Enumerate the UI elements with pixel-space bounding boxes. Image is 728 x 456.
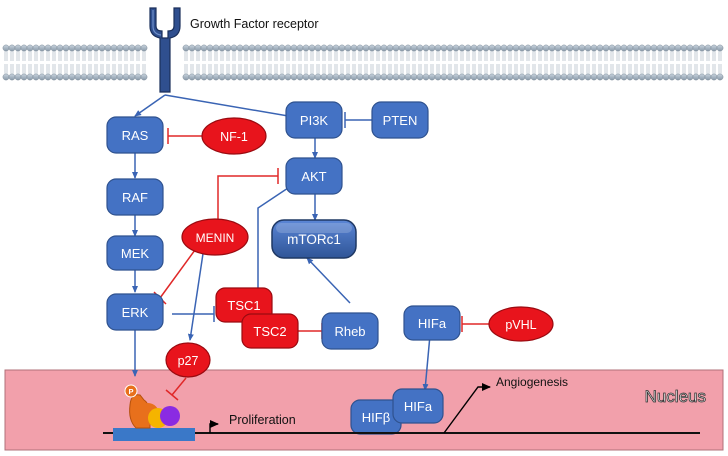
node-ras: RAS [106,116,164,154]
inhibitor-nf1-label: NF-1 [220,130,248,144]
node-hifa-bottom-label: HIFa [404,399,433,414]
node-hifb: HIFβ [350,399,402,435]
node-mtorc1: mTORc1 [271,219,357,259]
receptor-label: Growth Factor receptor [190,17,319,31]
node-tsc1-label: TSC1 [227,298,260,313]
transcription-complex-icon [129,394,180,429]
node-pten: PTEN [371,101,429,139]
node-erk-label: ERK [122,305,149,320]
node-mek: MEK [106,235,164,271]
node-raf: RAF [106,178,164,216]
node-mek-label: MEK [121,246,150,261]
node-hifb-label: HIFβ [362,410,390,425]
inhibitor-pvhl: pVHL [488,306,554,342]
inhibitor-nf1: NF-1 [201,117,267,155]
node-erk: ERK [106,293,164,331]
node-pi3k-label: PI3K [300,113,329,128]
node-raf-label: RAF [122,190,148,205]
angiogenesis-arrow-icon [443,383,491,434]
node-pten-label: PTEN [383,113,418,128]
node-hifa-top: HIFa [403,305,461,341]
angiogenesis-label: Angiogenesis [496,375,568,389]
phospho-label: P [128,387,133,396]
phospho-marker: P [124,384,138,398]
proliferation-label: Proliferation [229,413,296,427]
inhibitor-p27-label: p27 [178,354,199,368]
promoter-box [113,428,195,441]
inhibitor-pvhl-label: pVHL [505,318,536,332]
inhibitor-menin: MENIN [181,218,249,256]
inhibitor-p27: p27 [165,342,211,378]
activation-arrows [132,94,431,391]
node-pi3k: PI3K [285,101,343,139]
node-hifa-top-label: HIFa [418,316,447,331]
node-hifa-bottom: HIFa [392,388,444,424]
inhibitor-menin-label: MENIN [196,231,235,245]
nucleus-label: Nucleus [645,387,706,406]
node-akt-label: AKT [301,169,326,184]
node-tsc2: TSC2 [241,313,299,349]
node-rheb-label: Rheb [334,324,365,339]
cell-membrane [2,44,724,81]
node-rheb: Rheb [321,312,379,350]
node-akt: AKT [285,157,343,195]
proliferation-arrow-icon [209,420,219,433]
node-tsc2-label: TSC2 [253,324,286,339]
node-ras-label: RAS [122,128,149,143]
node-mtorc1-label: mTORc1 [287,232,341,247]
growth-factor-receptor-icon [149,7,181,93]
